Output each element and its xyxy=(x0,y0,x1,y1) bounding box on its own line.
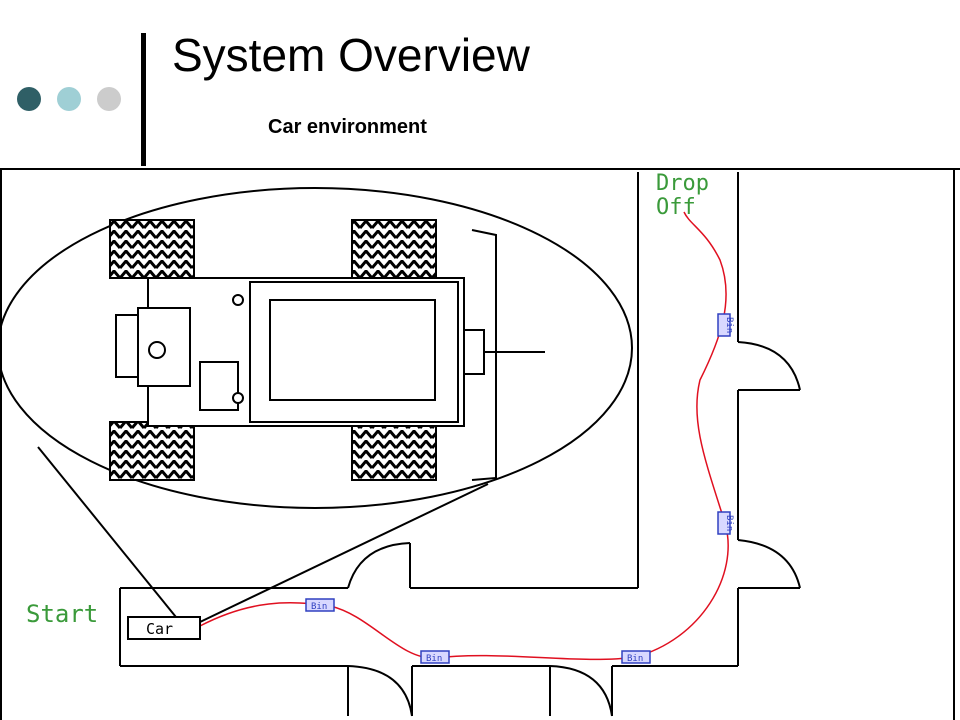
bin-marker xyxy=(717,511,731,535)
bin-marker xyxy=(420,650,450,664)
bin-label: Bin xyxy=(627,654,643,664)
page-subtitle: Car environment xyxy=(268,116,427,138)
drop-off-label-line2: Off xyxy=(656,195,696,220)
bin-marker xyxy=(305,598,335,612)
bin-label: Bin xyxy=(724,317,734,333)
title-divider xyxy=(141,33,146,166)
wheel-icon xyxy=(351,219,437,279)
bin-label: Bin xyxy=(426,654,442,664)
bin-markers xyxy=(305,313,731,664)
car-box xyxy=(127,616,201,640)
corridor-walls xyxy=(119,172,801,717)
bin-marker xyxy=(717,313,731,337)
bin-label: Bin xyxy=(724,515,734,531)
drop-off-label-line1: Drop xyxy=(656,171,709,196)
car-environment-diagram: Bin Bin Bin Bin Bin Car Start Drop Off xyxy=(0,168,960,720)
car-drawing xyxy=(109,219,545,481)
page-title: System Overview xyxy=(172,29,530,81)
wheel-icon xyxy=(109,219,195,279)
decor-dot-dark xyxy=(17,87,41,111)
bin-label: Bin xyxy=(311,602,327,612)
decor-dot-grey xyxy=(97,87,121,111)
start-label: Start xyxy=(26,600,98,628)
wheel-icon xyxy=(351,421,437,481)
frame xyxy=(0,168,960,720)
car-label: Car xyxy=(146,620,173,638)
bin-marker xyxy=(621,650,651,664)
zoom-callout xyxy=(0,187,633,623)
decor-dot-teal xyxy=(57,87,81,111)
wheel-icon xyxy=(109,421,195,481)
